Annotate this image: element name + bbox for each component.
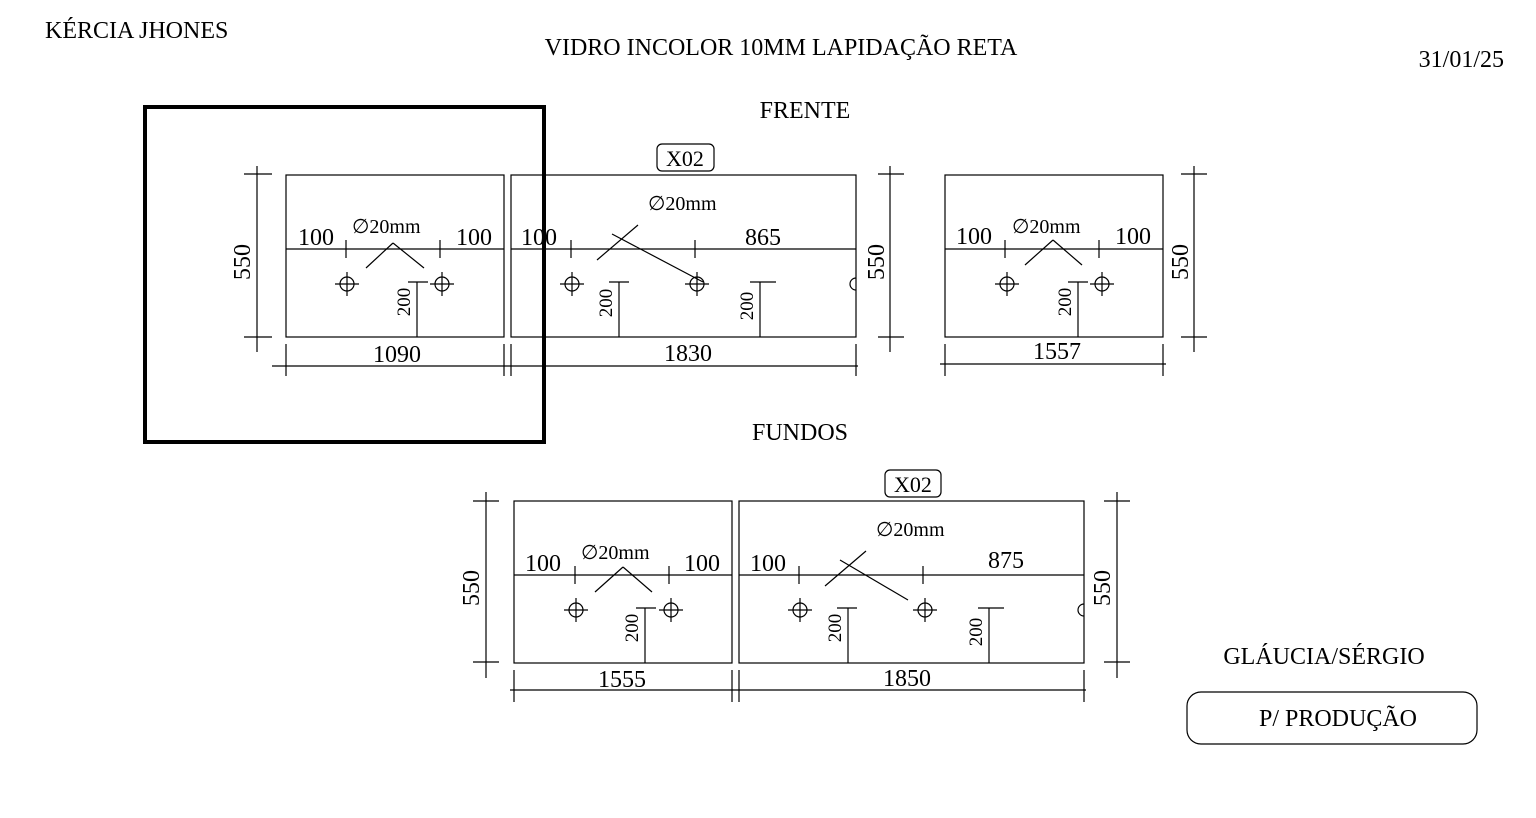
offset-left: 100 — [525, 551, 561, 577]
height-dimension-frente: 550 — [230, 166, 272, 352]
offset-right: 875 — [988, 548, 1024, 574]
hole-diameter-label: ∅20mm — [648, 193, 717, 215]
width-dimension-1555: 1555 — [510, 667, 736, 702]
width-dimension-1830: 1830 — [508, 341, 858, 376]
offset-right: 100 — [684, 551, 720, 577]
svg-text:1557: 1557 — [1033, 339, 1081, 365]
highlight-box — [143, 105, 546, 444]
vertical-dimension: 200 — [737, 292, 758, 321]
section-label-frente: FRENTE — [760, 98, 851, 124]
svg-text:1830: 1830 — [664, 341, 712, 367]
svg-text:1090: 1090 — [373, 342, 421, 368]
qty-tag-fundos: X02 — [884, 469, 942, 498]
hole-diameter-label: ∅20mm — [352, 216, 421, 238]
svg-text:1850: 1850 — [883, 666, 931, 692]
width-dimension-1850: 1850 — [736, 666, 1086, 702]
vertical-dimension: 200 — [596, 289, 617, 318]
qty-tag-frente: X02 — [656, 143, 715, 172]
svg-text:X02: X02 — [666, 146, 704, 171]
production-stamp: P/ PRODUÇÃO — [1186, 691, 1478, 745]
hole-diameter-label: ∅20mm — [1012, 216, 1081, 238]
hole-diameter-label: ∅20mm — [876, 519, 945, 541]
hole-icon — [788, 598, 812, 622]
svg-text:1555: 1555 — [598, 667, 646, 693]
hole-icon — [1090, 272, 1114, 296]
offset-left: 100 — [298, 225, 334, 251]
svg-text:550: 550 — [1090, 570, 1116, 606]
offset-left: 100 — [750, 551, 786, 577]
svg-text:550: 550 — [1168, 244, 1194, 280]
hole-icon — [659, 598, 683, 622]
hole-icon — [430, 272, 454, 296]
svg-text:550: 550 — [230, 244, 256, 280]
frente-panel-1090: 100 100 ∅20mm 200 — [285, 174, 505, 338]
height-dimension-fundos-left: 550 — [459, 492, 499, 678]
offset-left: 100 — [956, 224, 992, 250]
svg-text:P/ PRODUÇÃO: P/ PRODUÇÃO — [1259, 706, 1417, 732]
svg-text:550: 550 — [459, 570, 485, 606]
height-dimension-frente-mid: 550 — [864, 166, 904, 352]
vertical-dimension: 200 — [394, 288, 415, 317]
section-label-fundos: FUNDOS — [752, 420, 848, 446]
hole-diameter-label: ∅20mm — [581, 542, 650, 564]
hole-icon — [685, 272, 709, 296]
offset-right: 100 — [456, 225, 492, 251]
drawing-title: VIDRO INCOLOR 10MM LAPIDAÇÃO RETA — [545, 35, 1018, 61]
svg-text:X02: X02 — [894, 472, 932, 497]
fundos-panel-1555: 100 100 ∅20mm 200 — [513, 500, 733, 664]
offset-left: 100 — [521, 225, 557, 251]
vertical-dimension: 200 — [966, 618, 987, 647]
offset-right: 865 — [745, 225, 781, 251]
drawing-date: 31/01/25 — [1419, 47, 1504, 73]
frente-panel-1830: 100 865 ∅20mm 200 200 — [510, 174, 857, 338]
vertical-dimension: 200 — [622, 614, 643, 643]
hole-icon — [995, 272, 1019, 296]
client-name: KÉRCIA JHONES — [45, 18, 228, 44]
vertical-dimension: 200 — [825, 614, 846, 643]
width-dimension-1090: 1090 — [272, 342, 508, 376]
offset-right: 100 — [1115, 224, 1151, 250]
height-dimension-fundos-right: 550 — [1090, 492, 1130, 678]
fundos-panel-1850: 100 875 ∅20mm 200 200 — [738, 500, 1085, 664]
vertical-dimension: 200 — [1055, 288, 1076, 317]
customer-names: GLÁUCIA/SÉRGIO — [1223, 644, 1424, 670]
svg-text:550: 550 — [864, 244, 890, 280]
hole-icon — [564, 598, 588, 622]
height-dimension-frente-right: 550 — [1168, 166, 1207, 352]
frente-panel-1557: 100 100 ∅20mm 200 — [944, 174, 1164, 338]
hole-icon — [335, 272, 359, 296]
hole-icon — [913, 598, 937, 622]
width-dimension-1557: 1557 — [940, 339, 1166, 376]
hole-icon — [560, 272, 584, 296]
